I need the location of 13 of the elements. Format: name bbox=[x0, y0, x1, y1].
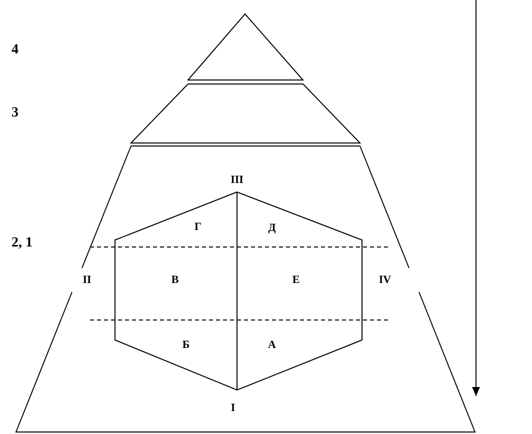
zone-label: Б bbox=[182, 339, 190, 351]
level-number: 4 bbox=[12, 42, 18, 58]
zone-label: Г bbox=[194, 221, 202, 233]
zone-label: В bbox=[171, 274, 179, 286]
zone-label: Д bbox=[268, 222, 276, 234]
zone-label: I bbox=[230, 402, 236, 414]
level-number: 2, 1 bbox=[12, 236, 32, 250]
zone-label: III bbox=[230, 174, 244, 186]
zone-label: Е bbox=[292, 274, 300, 286]
level-number: 3 bbox=[12, 106, 18, 120]
zone-label: IV bbox=[378, 274, 392, 286]
zone-label: А bbox=[268, 339, 276, 351]
zone-label: II bbox=[82, 274, 92, 286]
